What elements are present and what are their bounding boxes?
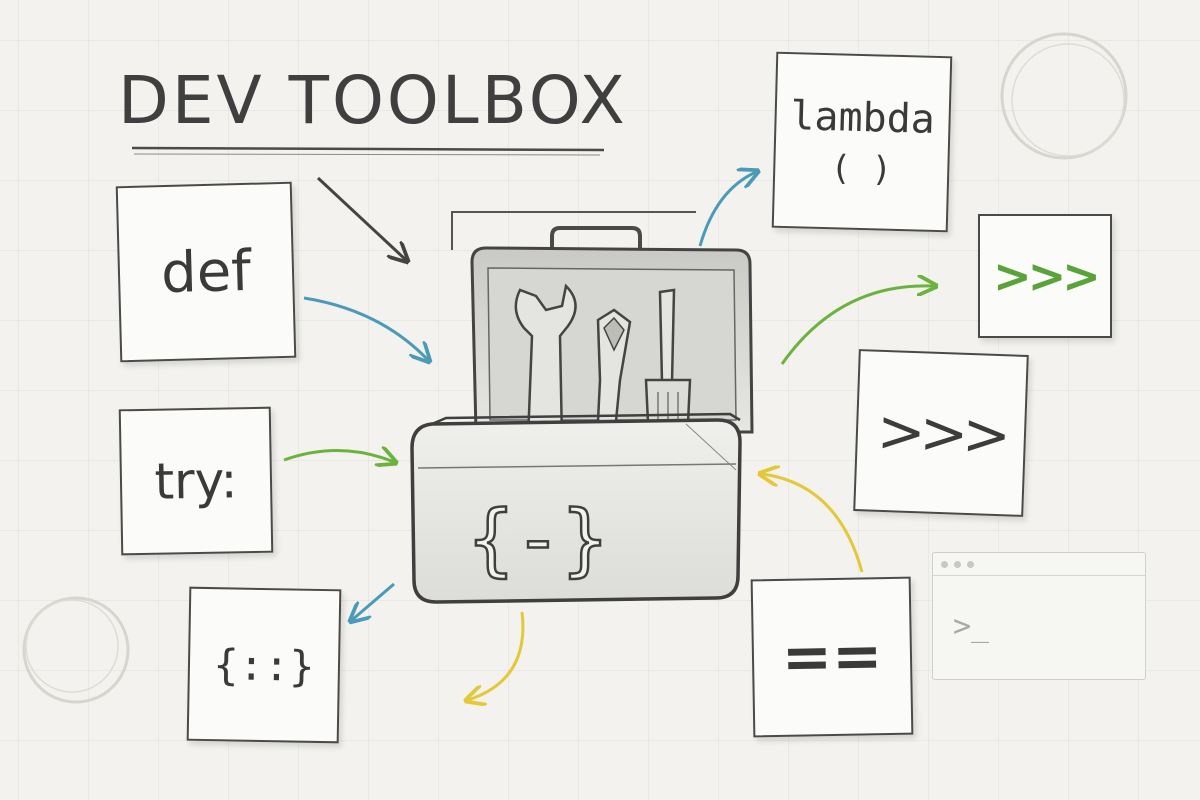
arrow-box-to-green-prompt: [780, 286, 934, 365]
card-green-prompt-label: >>>: [993, 249, 1101, 303]
arrow-box-to-brace: [352, 582, 395, 620]
arrow-equals-to-box: [762, 474, 864, 573]
terminal-prompt: >_: [953, 609, 990, 644]
card-green-prompt: >>>: [978, 214, 1112, 338]
arrow-def-to-box: [303, 296, 428, 360]
arrow-try-to-box: [283, 450, 394, 462]
coffee-ring-bottom-left: [22, 596, 130, 704]
sketch-line-top: [451, 211, 696, 250]
arrow-box-down: [468, 611, 525, 700]
window-dot-icon: [954, 560, 961, 568]
window-dot-icon: [967, 560, 974, 568]
terminal-window: >_: [932, 552, 1146, 680]
arrow-title-to-box: [316, 176, 406, 260]
toolbox-emblem: {-}: [468, 495, 609, 585]
arrow-box-to-lambda: [698, 172, 756, 247]
title-underline: [131, 146, 605, 152]
toolbox-handle: [550, 226, 642, 256]
page-title: DEV TOOLBOX: [118, 62, 628, 139]
coffee-ring-top-right: [1000, 32, 1128, 160]
window-dot-icon: [941, 560, 948, 568]
